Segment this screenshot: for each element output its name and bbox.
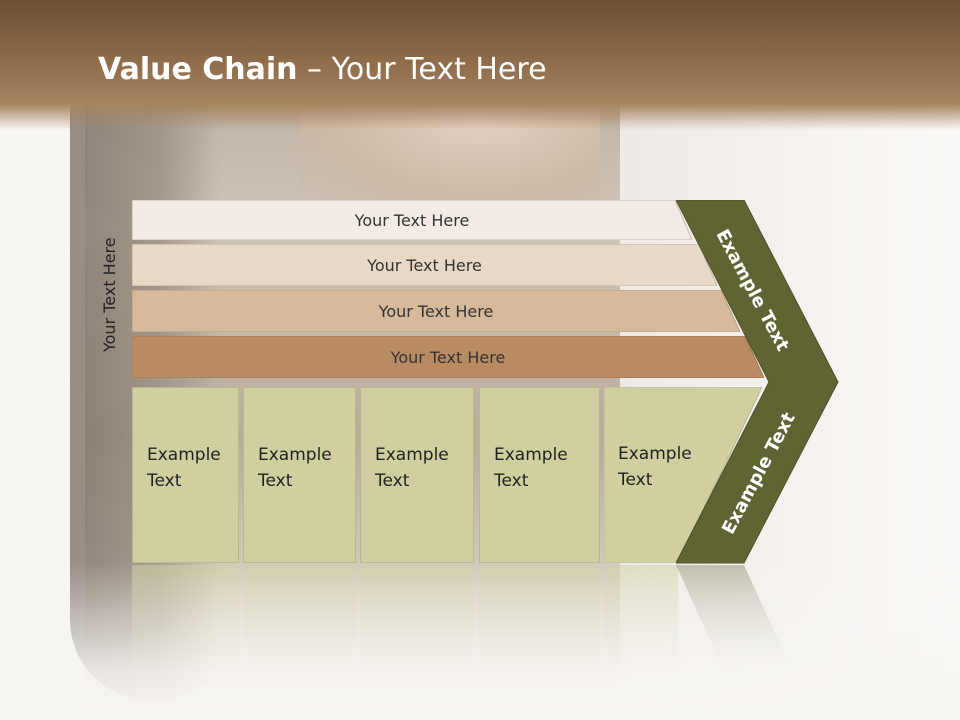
row-4[interactable]: Your Text Here [132,336,764,378]
row-3-label: Your Text Here [378,301,494,321]
column-4[interactable]: Example Text [479,387,600,563]
title-bar [0,0,960,130]
column-2-label: Example Text [258,445,332,491]
title-rest: – Your Text Here [297,52,547,87]
row-4-shape [132,336,764,378]
row-2-label: Your Text Here [367,255,482,275]
column-3[interactable]: Example Text [360,387,474,563]
column-2[interactable]: Example Text [243,387,356,563]
column-1[interactable]: Example Text [132,387,239,563]
row-3-shape [132,290,740,332]
column-3-label: Example Text [375,445,449,491]
side-label-text: Your Text Here [100,237,119,352]
row-1-shape [132,200,692,240]
row-1-label: Your Text Here [354,210,470,230]
bottom-fade [0,560,960,720]
row-3[interactable]: Your Text Here [132,290,740,332]
row-2[interactable]: Your Text Here [132,244,717,286]
column-5[interactable]: Example Text [604,387,764,563]
chevron-arrow[interactable] [676,200,841,565]
column-5-label: Example Text [618,444,692,490]
column-5-shape [604,387,763,563]
title-bold: Value Chain [98,52,298,87]
slide-title[interactable]: Value Chain – Your Text Here [98,52,547,87]
row-1[interactable]: Your Text Here [132,200,692,240]
column-4-label: Example Text [494,445,568,491]
row-2-shape [132,244,717,286]
column-1-label: Example Text [147,445,221,491]
row-4-label: Your Text Here [390,347,506,367]
